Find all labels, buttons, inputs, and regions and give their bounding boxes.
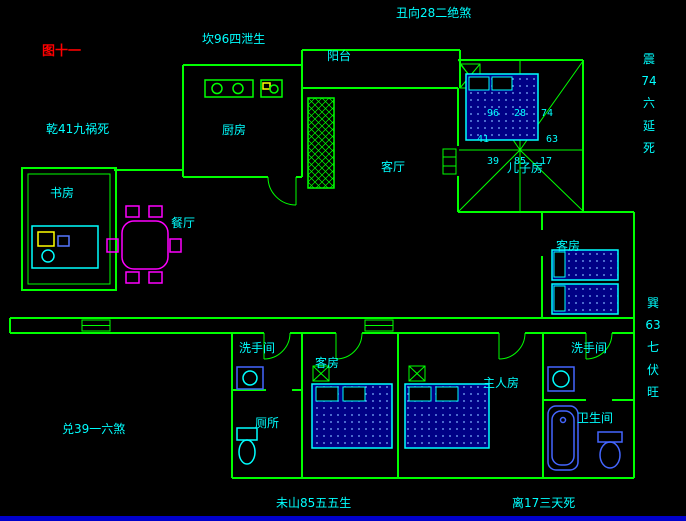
compass-number-28: 28 [514, 108, 527, 119]
fengshui-label-chou: 丑向28二绝煞 [396, 6, 472, 20]
compass-number-41: 41 [477, 134, 490, 145]
room-label-dining: 餐厅 [171, 216, 196, 230]
room-label-washroom-left: 洗手间 [239, 341, 276, 355]
room-label-study: 书房 [50, 186, 75, 200]
dining-set [106, 205, 182, 284]
room-label-bathroom: 卫生间 [577, 411, 614, 425]
fengshui-label-dui: 兑39一六煞 [62, 422, 126, 436]
compass-number-39: 39 [487, 156, 500, 167]
beds [311, 73, 619, 449]
room-label-washroom-right: 洗手间 [571, 341, 608, 355]
window-icons [81, 319, 394, 332]
stove-icon [204, 79, 283, 98]
room-label-balcony: 阳台 [327, 49, 352, 63]
compass-number-74: 74 [541, 108, 554, 119]
room-label-kitchen: 厨房 [222, 123, 247, 137]
door-arcs [263, 176, 613, 360]
room-label-living: 客厅 [381, 160, 406, 174]
fengshui-label-xun: 巽 63 七 伏 旺 [645, 296, 661, 399]
walls [9, 49, 635, 479]
screen-cabinet [307, 97, 335, 189]
room-label-guest-bottom: 客房 [315, 356, 340, 370]
room-label-son-room: 儿子房 [507, 161, 544, 175]
compass-number-17: 17 [540, 156, 553, 167]
room-label-toilet: 厕所 [255, 416, 280, 430]
bath-fixtures [236, 366, 623, 471]
bedside-tables [312, 365, 426, 382]
wall-unit-icon [442, 148, 457, 175]
compass-number-85: 85 [514, 156, 527, 167]
fengshui-label-wei: 未山85五五生 [276, 496, 352, 510]
window-bottom-edge [0, 516, 686, 521]
fengshui-label-kan: 坎96四泄生 [202, 32, 266, 46]
room-label-master: 主人房 [483, 376, 520, 390]
compass-number-96: 96 [487, 108, 500, 119]
room-label-guest-right: 客房 [556, 239, 581, 253]
fengshui-label-zhen: 震 74 六 延 死 [641, 52, 657, 155]
desk-computer-icon [31, 225, 99, 269]
compass-number-63: 63 [546, 134, 559, 145]
fengshui-label-li: 离17三天死 [512, 496, 576, 510]
fengshui-label-qian: 乾41九祸死 [46, 122, 110, 136]
figure-number-label: 图十一 [42, 44, 82, 59]
